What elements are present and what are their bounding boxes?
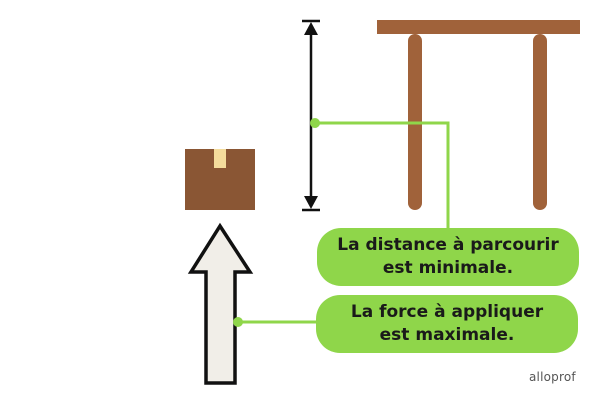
force-callout-line2: est maximale. (379, 325, 515, 345)
alloprof-logo: alloprof (529, 370, 576, 384)
distance-connector (310, 118, 450, 232)
table-top (377, 20, 580, 34)
height-measure-arrow (302, 19, 320, 212)
force-callout: La force à appliquer est maximale. (316, 295, 578, 353)
force-callout-line1: La force à appliquer (350, 302, 544, 322)
table-leg-right (533, 34, 547, 210)
box-tape (214, 149, 226, 168)
force-connector (233, 317, 320, 327)
table-icon (377, 20, 580, 210)
distance-callout: La distance à parcourir est minimale. (317, 228, 579, 286)
up-arrow-icon (187, 222, 254, 385)
distance-callout-line1: La distance à parcourir (337, 235, 559, 255)
distance-callout-line2: est minimale. (382, 258, 514, 278)
cardboard-box-icon (185, 149, 255, 210)
